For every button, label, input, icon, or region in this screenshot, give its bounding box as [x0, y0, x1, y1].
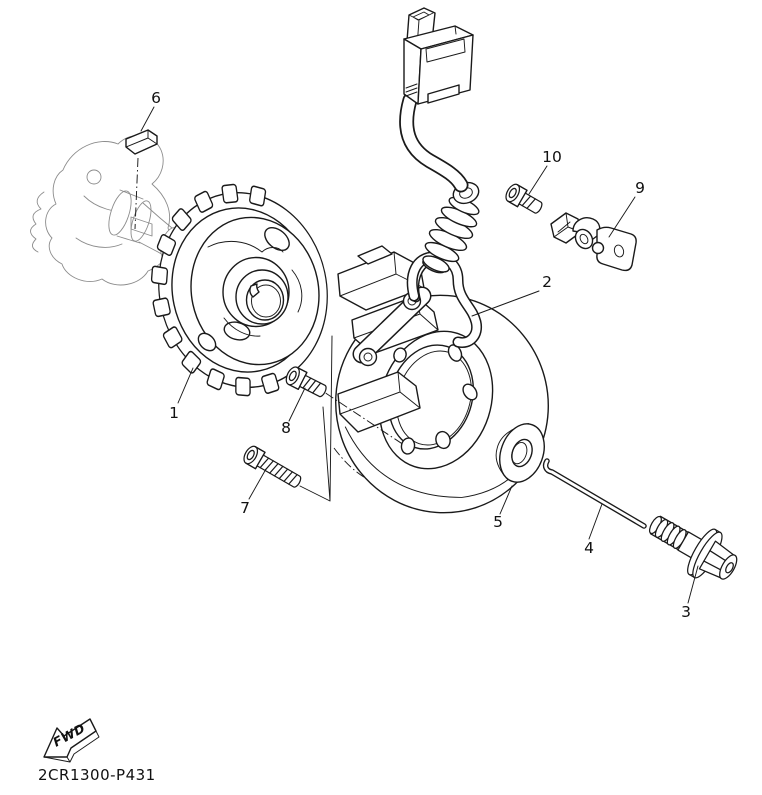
flange-bolt: [648, 515, 738, 580]
callout-7: 7: [240, 499, 250, 517]
part-code-label: 2CR1300-P431: [38, 766, 156, 784]
callout-8: 8: [281, 419, 291, 437]
hub-keyway-notch: [249, 283, 260, 298]
callout-1: 1: [169, 404, 179, 422]
screw-10: [505, 183, 543, 214]
woodruff-key: [125, 129, 158, 230]
dowel-rod: [542, 458, 647, 529]
lead-bracket: [550, 212, 637, 272]
key-centerline: [134, 157, 139, 230]
flywheel-rim-tabs: [150, 183, 280, 397]
callout-4: 4: [584, 539, 594, 557]
projection-lines: [299, 335, 405, 502]
bracket-notch: [591, 241, 605, 255]
bolt-7: [243, 445, 302, 488]
callout-10: 10: [542, 148, 562, 166]
lead-wire: [399, 92, 469, 193]
flywheel-rotor: [150, 183, 328, 397]
bolt-8: [285, 366, 327, 398]
callout-9: 9: [635, 179, 645, 197]
callout-5: 5: [493, 513, 503, 531]
flywheel-hub: [222, 256, 290, 328]
washer: [495, 422, 545, 483]
stator-coils: [337, 245, 439, 433]
connector: [403, 7, 474, 105]
stator-assembly: [333, 7, 549, 514]
callout-6: 6: [151, 89, 161, 107]
bolt-axis-line: [311, 383, 405, 446]
callouts: 1 2 3 4 5 6 7 8 9 10: [151, 89, 691, 621]
callout-leaders: [140, 106, 699, 604]
callout-3: 3: [681, 603, 691, 621]
callout-2: 2: [542, 273, 552, 291]
corrugated-sleeve: [422, 181, 480, 274]
